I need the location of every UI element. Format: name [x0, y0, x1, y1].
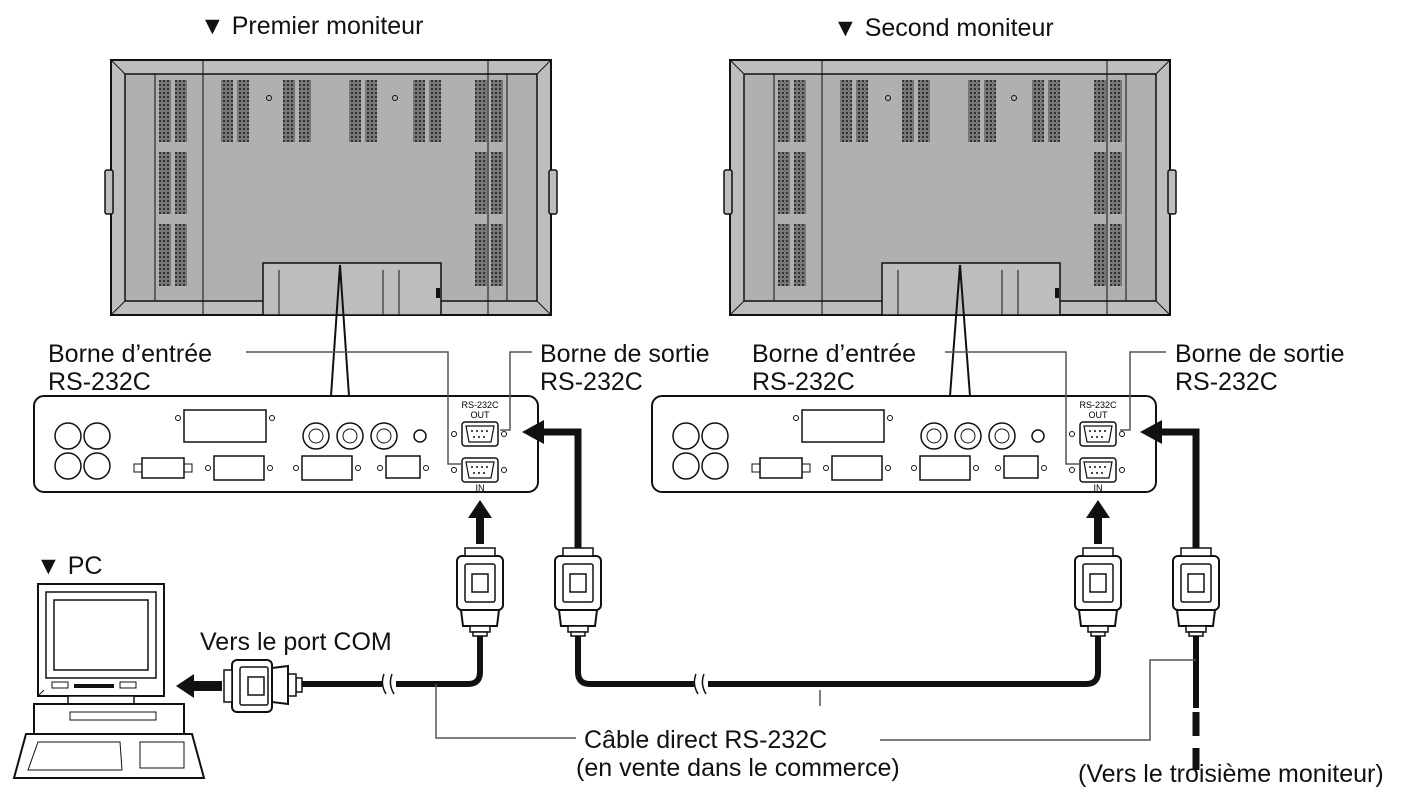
output-terminal-label-2: Borne de sortie RS-232C: [1175, 340, 1345, 396]
input-terminal-line2: RS-232C: [48, 368, 151, 396]
cable-connector-4: [1172, 547, 1220, 637]
cable-connector-2: [554, 547, 602, 637]
out-panel-text-2: OUT: [1089, 410, 1109, 420]
cable-label-line2: (en vente dans le commerce): [576, 754, 900, 782]
cable-connector-1: [456, 547, 504, 637]
rs232c-panel-text-2: RS-232C: [1079, 400, 1117, 410]
second-monitor-title: ▼ Second moniteur: [833, 14, 1054, 42]
input-terminal-label-1: Borne d’entrée RS-232C: [48, 340, 212, 396]
com-port-label: Vers le port COM: [200, 628, 392, 656]
in-panel-text-2: IN: [1094, 483, 1103, 493]
pc-title: ▼ PC: [36, 552, 103, 580]
first-monitor-title: ▼ Premier moniteur: [200, 12, 424, 40]
third-monitor-label: (Vers le troisième moniteur): [1078, 760, 1384, 788]
second-monitor: [723, 59, 1177, 316]
second-terminal-panel: [652, 396, 1156, 492]
cable-label-line1: Câble direct RS-232C: [584, 726, 828, 754]
first-terminal-panel: [34, 396, 538, 492]
pc-illustration: [12, 583, 206, 779]
input-terminal-line2: RS-232C: [752, 368, 855, 396]
input-terminal-line1: Borne d’entrée: [752, 340, 917, 368]
input-terminal-label-2: Borne d’entrée RS-232C: [752, 340, 916, 396]
first-monitor: [104, 59, 558, 316]
output-terminal-line1: Borne de sortie: [540, 340, 710, 368]
in-panel-text: IN: [476, 483, 485, 493]
rs232c-panel-text: RS-232C: [461, 400, 499, 410]
output-terminal-line1: Borne de sortie: [1175, 340, 1345, 368]
pc-cable-connector: [223, 659, 303, 713]
output-terminal-line2: RS-232C: [1175, 368, 1278, 396]
cable-label: Câble direct RS-232C (en vente dans le c…: [576, 726, 900, 782]
input-terminal-line1: Borne d’entrée: [48, 340, 213, 368]
output-terminal-label-1: Borne de sortie RS-232C: [540, 340, 710, 396]
out-panel-text: OUT: [471, 410, 491, 420]
cable-connector-3: [1074, 547, 1122, 637]
output-terminal-line2: RS-232C: [540, 368, 643, 396]
